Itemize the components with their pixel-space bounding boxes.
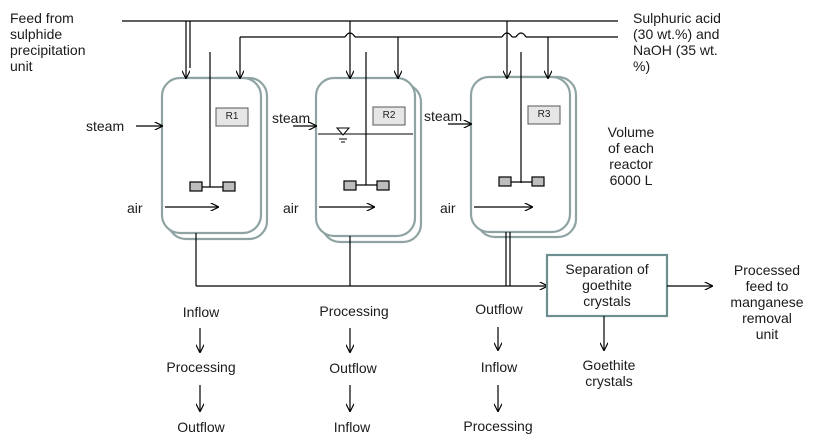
outlet-header xyxy=(195,232,547,286)
feed-line xyxy=(122,20,618,78)
reactor-r1-agitator xyxy=(189,52,236,192)
reactor-r3-agitator xyxy=(498,52,545,187)
reactor-r2-tag-box xyxy=(372,106,406,126)
r2-step-1: Processing xyxy=(319,303,389,319)
reactor-r2-agitator xyxy=(343,52,390,191)
reagent-line xyxy=(240,32,618,78)
r1-step-2: Processing xyxy=(166,359,236,375)
air-label-r2: air xyxy=(283,200,299,216)
reagents-label: Sulphuric acid (30 wt.%) and NaOH (35 wt… xyxy=(633,10,721,74)
reactor-r1-vessel xyxy=(160,76,269,241)
air-label-r3: air xyxy=(440,200,456,216)
separation-label: Separation of goethite crystals xyxy=(565,261,649,309)
feed-label: Feed from sulphide precipitation unit xyxy=(10,10,86,74)
air-label-r1: air xyxy=(127,200,143,216)
reactor-r1-tag-box xyxy=(215,107,249,127)
r3-step-2: Inflow xyxy=(480,359,518,375)
volume-label: Volume of each reactor 6000 L xyxy=(607,124,655,188)
steam-label-r1: steam xyxy=(86,118,125,134)
r3-step-3: Processing xyxy=(463,418,533,434)
steam-label-r3: steam xyxy=(424,108,463,124)
r2-step-3: Inflow xyxy=(333,419,371,435)
r2-step-2: Outflow xyxy=(329,360,377,376)
sequence-arrows xyxy=(200,327,498,411)
reactor-r2-vessel xyxy=(314,76,423,244)
reactor-r1-tag: R1 xyxy=(225,111,239,122)
processed-feed-label: Processed feed to manganese removal unit xyxy=(730,262,804,342)
reactor-r3-tag: R3 xyxy=(537,109,551,120)
steam-label-r2: steam xyxy=(272,110,311,126)
liquid-level-indicator xyxy=(318,127,413,143)
r1-step-3: Outflow xyxy=(177,419,225,435)
goethite-label: Goethite crystals xyxy=(582,357,636,389)
r3-step-1: Outflow xyxy=(475,301,523,317)
r1-step-1: Inflow xyxy=(182,304,220,320)
reactor-r2-tag: R2 xyxy=(382,110,396,121)
reactor-r3-tag-box xyxy=(527,105,561,125)
reactor-r3-vessel xyxy=(469,75,578,239)
